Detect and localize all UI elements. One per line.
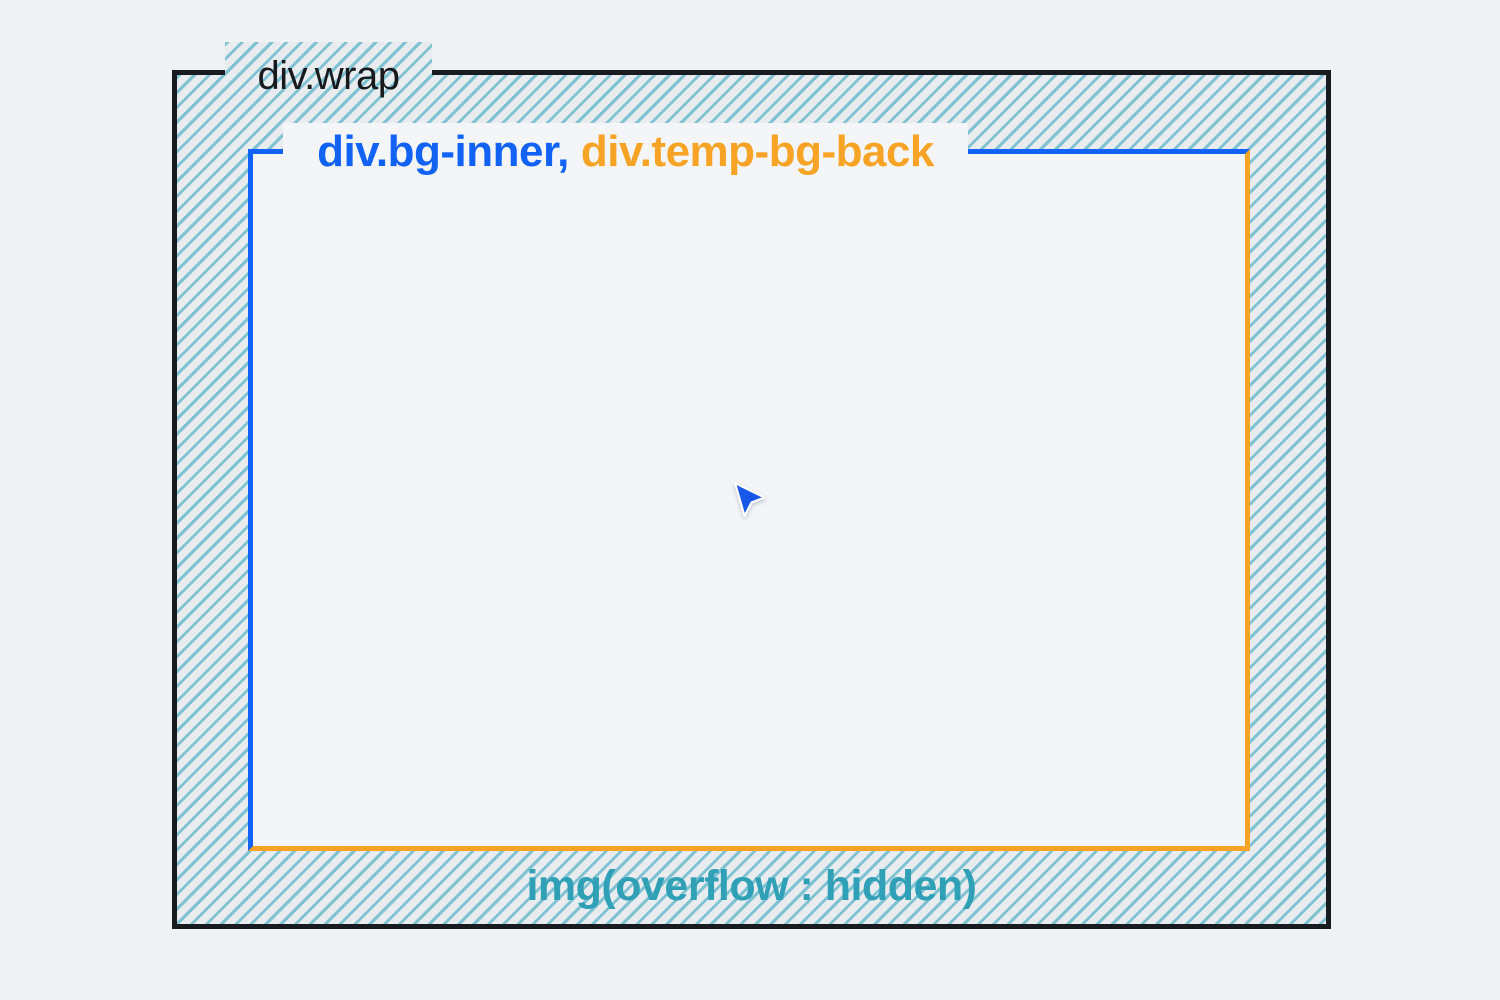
temp-bg-back-label-text: div.temp-bg-back bbox=[580, 126, 935, 176]
div-wrap-label-text: div.wrap bbox=[257, 53, 400, 98]
img-overflow-hidden-label: img(overflow : hidden) bbox=[526, 862, 977, 910]
div-wrap-label: div.wrap bbox=[225, 42, 432, 110]
bg-inner-label-text: div.bg-inner, bbox=[317, 126, 569, 176]
mouse-cursor-icon bbox=[733, 481, 766, 518]
inner-box-label: div.bg-inner, div.temp-bg-back bbox=[283, 123, 968, 180]
